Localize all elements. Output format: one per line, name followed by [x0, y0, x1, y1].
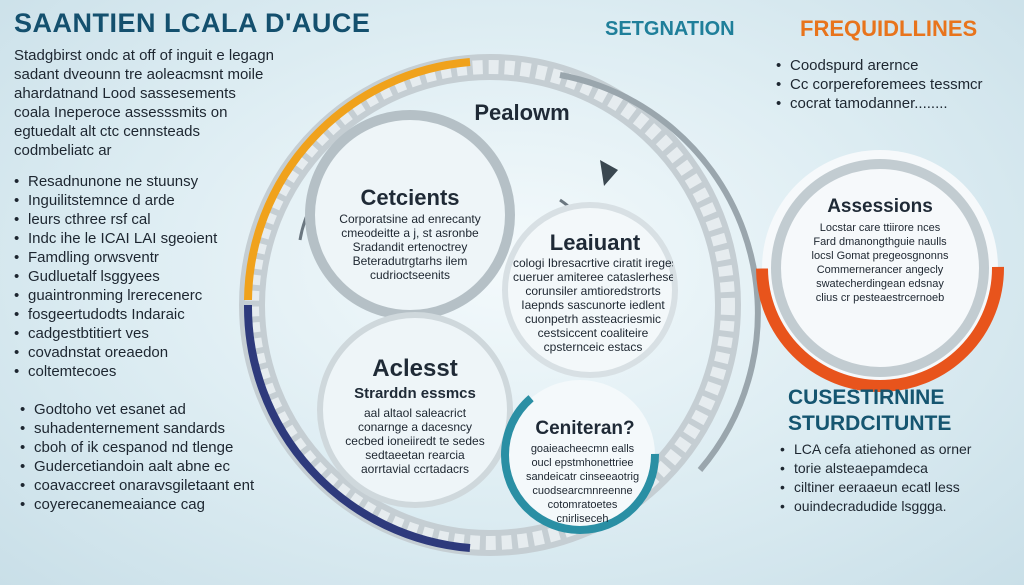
left-block-2-item: leurs cthree rsf cal: [14, 210, 244, 229]
leaiuant-title: Leaiuant: [549, 230, 641, 255]
left-block-2-item: Gudluetalf lsggyees: [14, 267, 244, 286]
leaiuant-line: cologi Ibresacrtive ciratit ireges: [513, 256, 673, 270]
ceniteran-line: cotomratoetes: [547, 499, 618, 511]
assessment-line: Commernerancer angecly: [816, 264, 944, 276]
left-block-2-item: covadnstat oreaedon: [14, 343, 244, 362]
aclest-line: conarnge a dacesncy: [357, 420, 473, 434]
left-block-3-item: suhadenternement sandards: [20, 419, 270, 438]
left-block-1-line: ahardatnand Lood sassesements: [14, 85, 236, 102]
aclest-title: Aclesst: [372, 355, 458, 382]
ceniteran-line: cnirliseceh: [556, 513, 609, 525]
ceniteran-circle: [501, 376, 659, 534]
aclest-line: cecbed ioneiiredt te sedes: [345, 434, 485, 448]
leaiuant-line: cueruer amiteree cataslerhesene: [513, 270, 673, 284]
right-block-1-item: cocrat tamodanner........: [776, 94, 996, 113]
leaiuant-line: Iaepnds sascunorte iedlent: [521, 298, 665, 312]
title-right: FREQUIDLLINES: [800, 16, 978, 41]
customize-item: LCA cefa atiehoned as orner: [780, 440, 1010, 459]
leaiuant-line: cpsternceic estacs: [543, 340, 643, 354]
aclest-body: aal altaol saleacrict conarnge a dacesnc…: [340, 406, 490, 476]
customize-title-line-1: CUSESTIRNINE: [788, 386, 945, 409]
customize-title-line-2: STURDCITUNTE: [788, 412, 952, 435]
aclest-line: aal altaol saleacrict: [363, 406, 467, 420]
left-block-3-item: coavaccreet onaravsgiletaant ent: [20, 476, 270, 495]
leaiuant-line: cuonpetrh assteacriesmic: [524, 312, 662, 326]
catchments-line: cudrioctseenits: [369, 268, 451, 282]
left-block-1: Stadgbirst ondc at off of inguit e legag…: [14, 46, 314, 160]
catchments-line: Beteradutrgtarhs ilem: [352, 254, 468, 268]
customize-list: LCA cefa atiehoned as orner torie alstea…: [780, 440, 1010, 516]
ceniteran-title: Ceniteran?: [535, 418, 635, 439]
ceniteran-line: oucl epstmhonettriee: [531, 457, 634, 469]
aclest-line: sedtaeetan rearcia: [365, 448, 465, 462]
assessment-line: Locstar care ttiirore nces: [819, 222, 941, 234]
left-block-3: Godtoho vet esanet ad suhadenternement s…: [20, 400, 270, 514]
assessment-line: Fard dmanongthguie naulls: [813, 236, 947, 248]
ceniteran-body: goaieacheecmn ealls oucl epstmhonettriee…: [515, 443, 650, 527]
left-block-3-item: coyerecanemeaiance cag: [20, 495, 270, 514]
title-left: SAANTIEN LCALA D'AUCE: [14, 8, 371, 38]
ring-center-title: Pealowm: [474, 100, 570, 125]
ceniteran-line: goaieacheecmn ealls: [530, 443, 635, 455]
right-block-1: Coodspurd arernce Cc corpereforemees tes…: [776, 56, 996, 113]
right-block-1-item: Coodspurd arernce: [776, 56, 996, 75]
aclest-subtitle: Strarddn essmcs: [354, 385, 476, 402]
left-block-2: Resadnunone ne stuunsy Inguilitstemnce d…: [14, 172, 244, 381]
left-block-1-line: egtuedalt alt ctc cennsteads: [14, 123, 200, 140]
left-block-2-item: Famdling orwsventr: [14, 248, 244, 267]
assessment-line: locsl Gomat pregeosgnonns: [811, 250, 949, 262]
customize-item: ouindecradudide lsggga.: [780, 497, 1010, 516]
left-block-3-item: Godtoho vet esanet ad: [20, 400, 270, 419]
left-block-1-line: coala Ineperoce assesssmits on: [14, 104, 228, 121]
left-block-2-item: fosgeertudodts Indaraic: [14, 305, 244, 324]
left-block-2-item: guaintronming lrerecenerc: [14, 286, 244, 305]
leaiuant-circle: [502, 202, 678, 378]
left-block-3-item: cboh of ik cespanod nd tlenge: [20, 438, 270, 457]
assessment-line: clius cr pesteaestrcernoeb: [815, 292, 945, 304]
navy-arc: [243, 304, 471, 552]
left-block-3-item: Gudercetiandoin aalt abne ec: [20, 457, 270, 476]
assessment-line: swatecherdingean edsnay: [816, 278, 944, 290]
leaiuant-line: cestsiccent coaliteire: [537, 326, 649, 340]
catchments-line: cmeodeitte a j, st asronbe: [341, 226, 479, 240]
title-middle: SETGNATION: [605, 18, 735, 40]
left-block-1-line: sadant dveounn tre aoleacmsnt moile: [14, 66, 264, 83]
left-block-2-item: Indc ihe le ICAI LAI sgeoient: [14, 229, 244, 248]
left-block-2-item: Resadnunone ne stuunsy: [14, 172, 244, 191]
leaiuant-body: cologi Ibresacrtive ciratit ireges cueru…: [513, 256, 673, 354]
outer-ring-ticks: [245, 60, 735, 550]
assessment-ring-orange: [756, 144, 1004, 392]
catchments-body: Corporatsine ad enrecanty cmeodeitte a j…: [335, 212, 485, 282]
ceniteran-line: cuodsearcmnreenne: [532, 485, 633, 497]
leaiuant-line: corunsiler amtioredstrorts: [525, 284, 661, 298]
customize-title: CUSESTIRNINE STURDCITUNTE: [788, 385, 951, 437]
orange-arc: [244, 58, 471, 301]
assessment-title: Assessions: [827, 196, 933, 217]
left-block-2-item: cadgestbtitiert ves: [14, 324, 244, 343]
aclest-circle: [317, 312, 513, 508]
left-block-2-item: Inguilitstemnce d arde: [14, 191, 244, 210]
assessment-ring-gray: [771, 159, 989, 377]
catchments-line: Sradandit ertenoctrey: [352, 240, 468, 254]
right-block-1-item: Cc corpereforemees tessmcr: [776, 75, 996, 94]
customize-item: ciltiner eeraaeun ecatl less: [780, 478, 1010, 497]
assessment-body: Locstar care ttiirore nces Fard dmanongt…: [795, 222, 965, 306]
ceniteran-line: sandeicatr cinseeaotrig: [525, 471, 640, 483]
arrow-head-2: [600, 160, 618, 186]
customize-item: torie alsteaepamdeca: [780, 459, 1010, 478]
aclest-line: aorrtavial ccrtadacrs: [360, 462, 470, 476]
catchments-title: Cetcients: [360, 185, 460, 210]
left-block-2-item: coltemtecoes: [14, 362, 244, 381]
gray-arc: [559, 72, 761, 472]
left-block-1-line: Stadgbirst ondc at off of inguit e legag…: [14, 47, 274, 64]
left-block-1-line: codmbeliatc ar: [14, 142, 112, 159]
catchments-line: Corporatsine ad enrecanty: [339, 212, 481, 226]
